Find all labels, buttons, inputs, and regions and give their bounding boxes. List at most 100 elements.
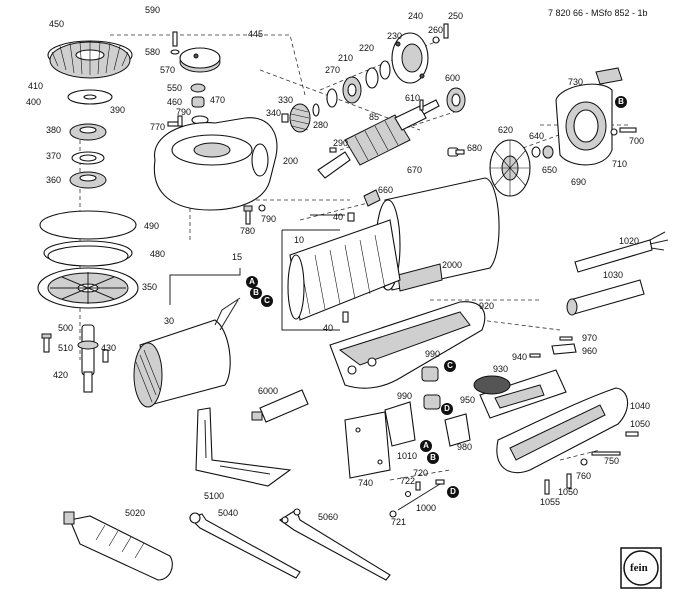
screw-1055 <box>544 479 550 495</box>
part-label-600: 600 <box>445 73 461 83</box>
gear-housing-200 <box>153 117 278 211</box>
part-label-40-bottom: 40 <box>323 323 334 333</box>
nut-340 <box>281 113 289 123</box>
part-label-480: 480 <box>150 249 166 259</box>
side-handle-5020 <box>63 511 173 581</box>
pin-430 <box>102 349 109 363</box>
washer-280 <box>312 103 320 117</box>
switch-plate-740 <box>344 411 391 479</box>
part-label-980: 980 <box>457 442 473 452</box>
part-label-350: 350 <box>142 282 158 292</box>
screw-1050-bottom <box>566 473 572 489</box>
mounting-bracket-5100 <box>195 407 292 487</box>
part-label-370: 370 <box>46 151 62 161</box>
screw-970 <box>559 336 573 341</box>
armature-85 <box>317 99 440 179</box>
part-label-1040: 1040 <box>630 401 651 411</box>
part-label-990-bottom: 990 <box>397 391 413 401</box>
bearing-210 <box>342 76 362 104</box>
flange-400 <box>67 89 113 105</box>
screw-40-bottom <box>342 311 349 323</box>
bolt-680 <box>447 147 465 157</box>
marker-b-2: B <box>427 452 439 464</box>
part-label-680: 680 <box>467 143 483 153</box>
part-label-450: 450 <box>49 19 65 29</box>
marker-d-1: D <box>441 403 453 415</box>
part-label-670: 670 <box>407 165 423 175</box>
flange-570 <box>179 47 221 73</box>
marker-c-1: C <box>261 295 273 307</box>
marker-a-1: A <box>246 276 258 288</box>
part-label-5040: 5040 <box>218 508 239 518</box>
part-label-1050-bottom: 1050 <box>558 487 579 497</box>
part-label-990-top: 990 <box>425 349 441 359</box>
part-label-1050-right: 1050 <box>630 419 651 429</box>
part-label-15: 15 <box>232 252 243 262</box>
field-frame-10 <box>287 219 401 321</box>
part-label-620: 620 <box>498 125 514 135</box>
nut-721 <box>389 510 397 518</box>
part-label-722: 722 <box>400 476 416 486</box>
fein-logo <box>620 547 662 589</box>
part-label-790-bottom: 790 <box>261 214 277 224</box>
bearing-380 <box>69 123 107 141</box>
part-label-6000: 6000 <box>258 386 279 396</box>
felt-ring-490 <box>39 210 137 240</box>
part-label-790-top: 790 <box>176 107 192 117</box>
washer-580 <box>170 49 180 55</box>
grease-tube-6000 <box>251 389 309 423</box>
part-label-920: 920 <box>479 301 495 311</box>
washer-260 <box>432 36 440 44</box>
power-cable-1020 <box>574 231 669 273</box>
part-label-590: 590 <box>145 5 161 15</box>
bearing-cover-240 <box>391 32 429 84</box>
part-label-360: 360 <box>46 175 62 185</box>
seal-660 <box>363 189 381 207</box>
handle-shell-920 <box>329 301 486 389</box>
part-label-940: 940 <box>512 352 528 362</box>
part-label-5020: 5020 <box>125 508 146 518</box>
nut-650 <box>542 145 554 159</box>
switch-slide-950 <box>473 375 511 395</box>
bevel-gear-450 <box>47 40 133 79</box>
washer-722 <box>404 490 412 498</box>
part-label-690: 690 <box>571 177 587 187</box>
part-label-270: 270 <box>325 65 341 75</box>
part-label-400: 400 <box>26 97 42 107</box>
marker-c-2: C <box>444 360 456 372</box>
part-label-1010: 1010 <box>397 451 418 461</box>
part-label-660: 660 <box>378 185 394 195</box>
washer-760 <box>580 458 588 466</box>
air-guide-690 <box>555 83 613 166</box>
assembly-brackets <box>169 214 345 331</box>
part-label-710: 710 <box>612 159 628 169</box>
part-label-250: 250 <box>448 11 464 21</box>
cable-clamp-960 <box>551 343 577 355</box>
marker-b-1: B <box>250 287 262 299</box>
marker-b-top: B <box>615 96 627 108</box>
part-label-280: 280 <box>313 120 329 130</box>
part-label-570: 570 <box>160 65 176 75</box>
marker-a-2: A <box>420 440 432 452</box>
part-label-2000: 2000 <box>442 260 463 270</box>
spiral-gear-330 <box>289 103 311 133</box>
brush-holder-1010 <box>384 401 416 447</box>
part-label-730: 730 <box>568 77 584 87</box>
part-label-460: 460 <box>167 97 183 107</box>
clip-730 <box>595 67 623 85</box>
part-label-390: 390 <box>110 105 126 115</box>
part-label-760: 760 <box>576 471 592 481</box>
washer-710 <box>610 128 618 136</box>
part-label-1020: 1020 <box>619 236 640 246</box>
part-label-470: 470 <box>210 95 226 105</box>
part-label-1030: 1030 <box>603 270 624 280</box>
bearing-550 <box>190 83 206 93</box>
part-label-780: 780 <box>240 226 256 236</box>
part-label-930: 930 <box>493 364 509 374</box>
part-label-720: 720 <box>413 468 429 478</box>
ring-230 <box>379 60 391 80</box>
part-label-260: 260 <box>428 25 444 35</box>
part-label-240: 240 <box>408 11 424 21</box>
screw-250 <box>443 23 449 39</box>
